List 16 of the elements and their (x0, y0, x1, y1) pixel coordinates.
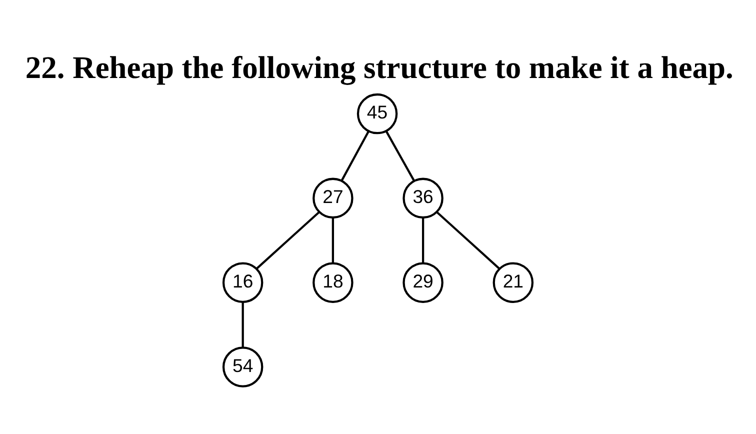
node-circle: 29 (402, 262, 444, 302)
connector (256, 210, 320, 269)
node-circle: 36 (402, 177, 444, 218)
node-circle: 27 (312, 177, 354, 218)
node-circle: 54 (222, 346, 264, 387)
connector (332, 217, 334, 263)
node-circle: 16 (222, 262, 264, 302)
node-circle: 45 (356, 92, 398, 134)
diagram-title: 22. Reheap the following structure to make it a heap. (25, 50, 734, 85)
connector (422, 217, 424, 263)
node-circle: 21 (492, 262, 534, 302)
connector (242, 302, 244, 347)
connector (340, 130, 370, 181)
connector (385, 130, 415, 181)
node-circle: 18 (312, 262, 354, 302)
connector (436, 210, 500, 269)
